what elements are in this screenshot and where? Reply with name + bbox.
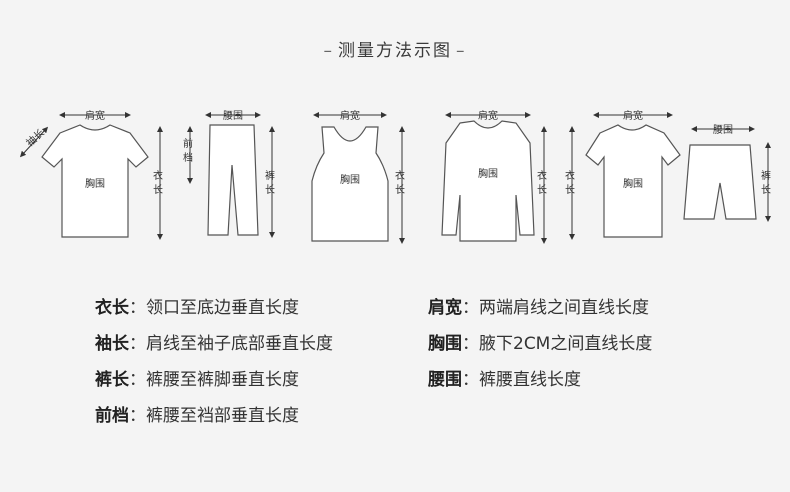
- jacket-figure: [441, 120, 535, 242]
- pants-length-label-2b: 长: [761, 184, 771, 196]
- rise-label-a: 前: [183, 137, 193, 150]
- pants-length-label-1b: 长: [265, 184, 275, 196]
- length-label-4b: 长: [565, 184, 575, 196]
- shoulder-label-4: 肩宽: [623, 109, 643, 122]
- shoulder-label-3: 肩宽: [478, 109, 498, 122]
- page-title: –测量方法示图–: [323, 41, 467, 61]
- shoulder-label-2: 肩宽: [340, 109, 360, 122]
- kids-tshirt-figure: [585, 124, 681, 238]
- measurement-figures: 肩宽 腰围 肩宽 肩宽 肩宽 腰围 胸围 胸围 胸围 胸围 衣 长 前 档 裤 …: [19, 109, 771, 244]
- waist-label-1: 腰围: [223, 110, 243, 122]
- rise-label-b: 档: [183, 151, 193, 164]
- chest-label-3: 胸围: [478, 167, 498, 180]
- length-label-2b: 长: [395, 184, 405, 196]
- length-label-2a: 衣: [395, 169, 405, 182]
- legend-item-pants: 裤长：裤腰至裤脚垂直长度: [95, 370, 299, 390]
- length-label-3a: 衣: [537, 169, 547, 182]
- waist-label-2: 腰围: [713, 124, 733, 136]
- legend-item-sleeve: 袖长：肩线至袖子底部垂直长度: [95, 334, 333, 354]
- pants-figure: [207, 124, 259, 236]
- shoulder-label-1: 肩宽: [85, 109, 105, 122]
- legend-item-shoulder: 肩宽：两端肩线之间直线长度: [428, 298, 649, 318]
- title-text: 测量方法示图: [338, 41, 452, 61]
- length-label-1b: 长: [153, 184, 163, 196]
- legend-item-waist: 腰围：裤腰直线长度: [428, 370, 581, 390]
- chest-label-2: 胸围: [340, 173, 360, 186]
- legend-item-chest: 胸围：腋下2CM之间直线长度: [428, 334, 653, 354]
- pants-length-label-2a: 裤: [761, 169, 771, 182]
- length-label-4a: 衣: [565, 169, 575, 182]
- sleeve-label: 袖长: [23, 126, 47, 149]
- shorts-figure: [683, 144, 757, 220]
- tshirt-figure: [41, 124, 149, 238]
- length-label-1a: 衣: [153, 169, 163, 182]
- legend-item-length: 衣长：领口至底边垂直长度: [95, 298, 299, 318]
- legend-item-rise: 前档：裤腰至裆部垂直长度: [95, 406, 299, 426]
- pants-length-label-1a: 裤: [265, 169, 275, 182]
- length-label-3b: 长: [537, 184, 547, 196]
- chest-label-1: 胸围: [85, 177, 105, 190]
- chest-label-4: 胸围: [623, 177, 643, 190]
- tank-figure: [311, 126, 389, 242]
